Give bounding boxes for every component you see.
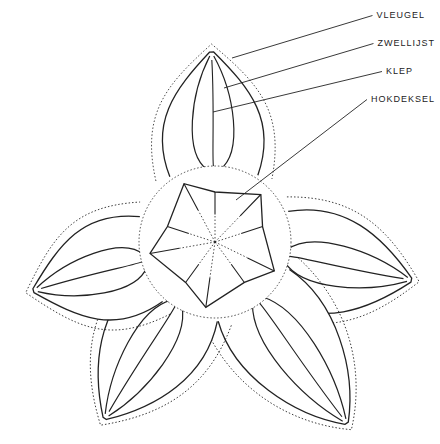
wing — [161, 51, 265, 177]
lid-spokes — [179, 210, 247, 278]
swell-strip — [109, 304, 195, 426]
wing-petal — [150, 43, 276, 181]
swell-strip — [191, 56, 212, 170]
leader-line — [236, 100, 367, 201]
flap-line — [288, 256, 404, 280]
leader-line — [224, 44, 373, 89]
loft-lid-group — [139, 166, 291, 318]
swell-strip — [286, 235, 411, 277]
loft-lid — [150, 184, 274, 308]
leader-line — [232, 16, 372, 59]
swell-strip — [259, 288, 361, 419]
lid-circle — [139, 166, 291, 318]
swell-strip — [214, 56, 235, 170]
leader-lines — [213, 16, 382, 201]
flap-line — [41, 261, 144, 290]
flap-line — [258, 302, 342, 418]
part-label: ZWELLIJST — [376, 38, 436, 49]
swell-strip — [38, 263, 151, 310]
leader-line — [213, 72, 382, 113]
flap-line — [109, 304, 177, 411]
lid-facets — [150, 184, 274, 308]
swell-strip — [240, 301, 342, 432]
petals — [10, 43, 431, 444]
part-label: KLEP — [385, 66, 414, 77]
flap-line — [211, 60, 214, 168]
wing-outline — [150, 43, 276, 181]
part-label: VLEUGEL — [375, 10, 426, 21]
part-label: HOKDEKSEL — [370, 94, 436, 105]
swell-strip — [32, 241, 145, 288]
